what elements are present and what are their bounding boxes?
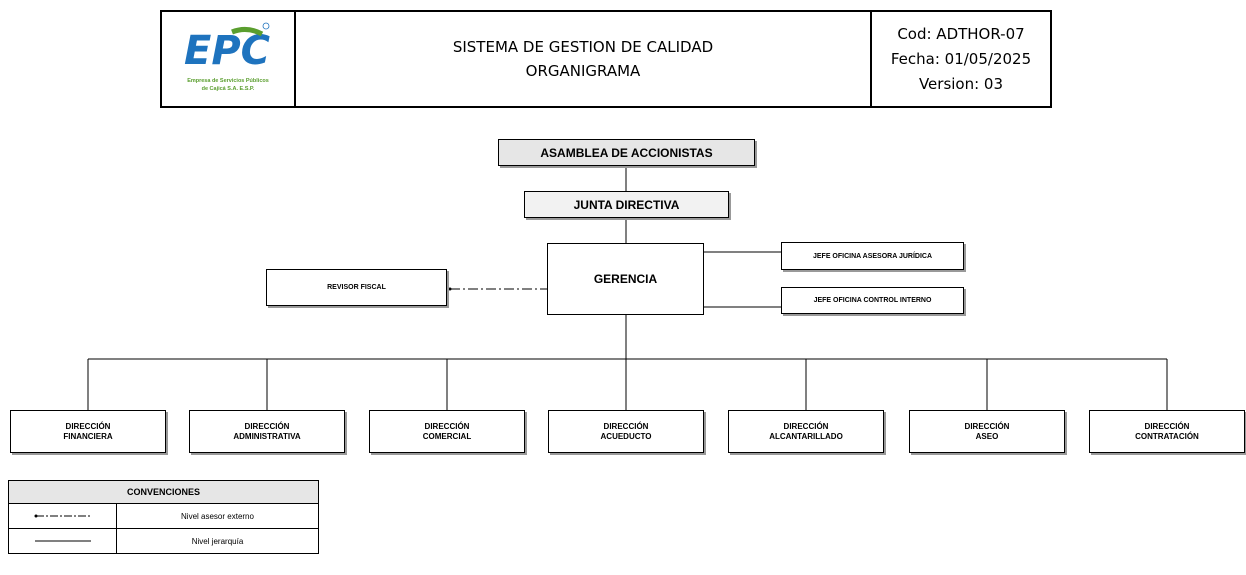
jefe-oficina-juridica-box: JEFE OFICINA ASESORA JURÍDICA bbox=[781, 242, 964, 270]
solid-line-symbol bbox=[9, 529, 117, 553]
junta-directiva-box: JUNTA DIRECTIVA bbox=[524, 191, 729, 218]
document-code: Cod: ADTHOR-07 bbox=[897, 24, 1025, 43]
document-date: Fecha: 01/05/2025 bbox=[890, 49, 1032, 68]
direccion-label: DIRECCIÓN bbox=[244, 421, 290, 431]
header-meta-cell: Cod: ADTHOR-07 Fecha: 01/05/2025 Version… bbox=[872, 10, 1052, 108]
direccion-aseo-box: DIRECCIÓN ASEO bbox=[909, 410, 1065, 453]
legend-row-hierarchy: Nivel jerarquía bbox=[9, 529, 318, 553]
direccion-label: DIRECCIÓN bbox=[424, 421, 470, 431]
direccion-area: COMERCIAL bbox=[422, 431, 472, 441]
asamblea-accionistas-box: ASAMBLEA DE ACCIONISTAS bbox=[498, 139, 755, 166]
jefe-oficina-control-interno-box: JEFE OFICINA CONTROL INTERNO bbox=[781, 287, 964, 314]
document-system-title: SISTEMA DE GESTION DE CALIDAD bbox=[452, 38, 714, 56]
direccion-label: DIRECCIÓN bbox=[65, 421, 111, 431]
direccion-contratacion-box: DIRECCIÓN CONTRATACIÓN bbox=[1089, 410, 1245, 453]
direccion-area: ACUEDUCTO bbox=[600, 431, 652, 441]
direccion-administrativa-box: DIRECCIÓN ADMINISTRATIVA bbox=[189, 410, 345, 453]
direccion-label: DIRECCIÓN bbox=[964, 421, 1010, 431]
legend-label: Nivel jerarquía bbox=[191, 536, 244, 546]
revisor-fiscal-box: REVISOR FISCAL bbox=[266, 269, 447, 306]
logo-subtitle-2: de Cajicá S.A. E.S.P. bbox=[201, 86, 255, 92]
header-logo-cell: EPC Empresa de Servicios Públicos de Caj… bbox=[160, 10, 294, 108]
logo-subtitle-1: Empresa de Servicios Públicos bbox=[187, 78, 269, 84]
direccion-area: ALCANTARILLADO bbox=[769, 431, 843, 441]
direccion-area: ASEO bbox=[975, 431, 999, 441]
document-version: Version: 03 bbox=[918, 74, 1004, 93]
direccion-label: DIRECCIÓN bbox=[1144, 421, 1190, 431]
direccion-area: FINANCIERA bbox=[63, 431, 113, 441]
gerencia-box: GERENCIA bbox=[547, 243, 704, 315]
legend-row-external-advisor: Nivel asesor externo bbox=[9, 504, 318, 529]
legend-title: CONVENCIONES bbox=[9, 481, 318, 504]
direccion-area: ADMINISTRATIVA bbox=[233, 431, 301, 441]
direccion-alcantarillado-box: DIRECCIÓN ALCANTARILLADO bbox=[728, 410, 884, 453]
dashed-line-icon bbox=[34, 514, 91, 518]
company-logo: EPC bbox=[184, 22, 270, 74]
direccion-acueducto-box: DIRECCIÓN ACUEDUCTO bbox=[548, 410, 704, 453]
direccion-label: DIRECCIÓN bbox=[603, 421, 649, 431]
document-title: ORGANIGRAMA bbox=[525, 62, 641, 80]
direccion-label: DIRECCIÓN bbox=[783, 421, 829, 431]
legend-label: Nivel asesor externo bbox=[181, 511, 254, 521]
svg-text:EPC: EPC bbox=[184, 28, 270, 74]
dashed-line-symbol bbox=[9, 504, 117, 528]
conventions-legend: CONVENCIONES Nivel asesor externo Nivel … bbox=[8, 480, 319, 554]
solid-line-icon bbox=[34, 540, 91, 542]
header-title-cell: SISTEMA DE GESTION DE CALIDAD ORGANIGRAM… bbox=[294, 10, 872, 108]
direccion-financiera-box: DIRECCIÓN FINANCIERA bbox=[10, 410, 166, 453]
direccion-comercial-box: DIRECCIÓN COMERCIAL bbox=[369, 410, 525, 453]
direccion-area: CONTRATACIÓN bbox=[1135, 431, 1199, 441]
